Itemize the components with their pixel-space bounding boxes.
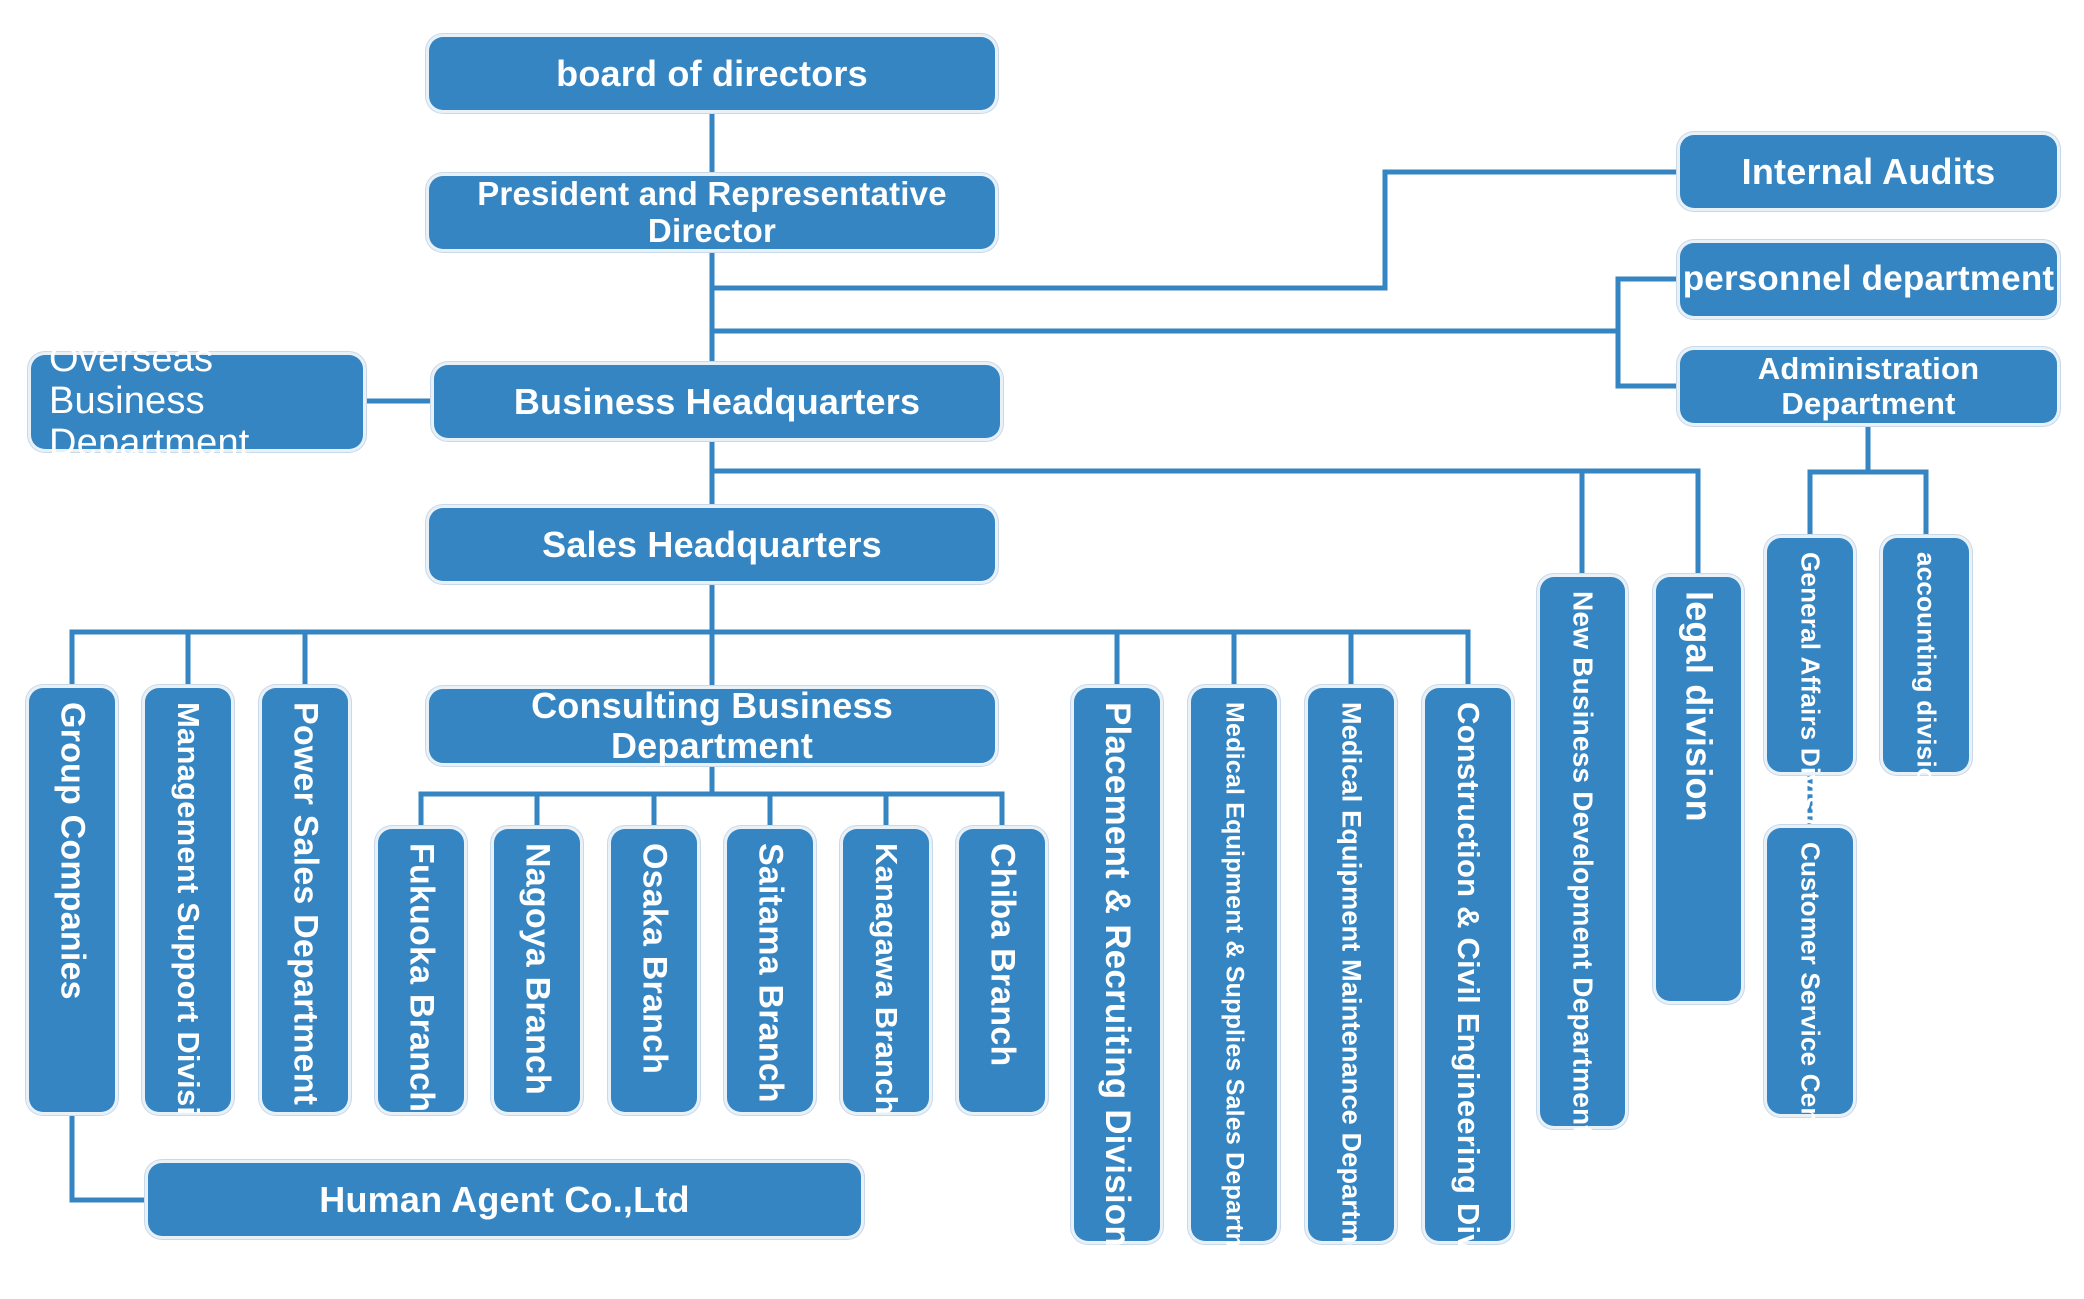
sales-hq-box: Sales Headquarters: [429, 508, 995, 581]
legal-division-label: legal division: [1678, 591, 1720, 822]
medical-equipment-supplies-box: Medical Equipment & Supplies Sales Depar…: [1191, 688, 1277, 1293]
connector-personnel: [1615, 276, 1683, 389]
administration-department-box: Administration Department: [1680, 350, 2057, 423]
construction-civil-engineering-box: Construction & Civil Engineering Divisio…: [1425, 688, 1511, 1299]
power-sales-department-box: Power Sales Department: [262, 688, 348, 1112]
president-label: President and Representative Director: [477, 175, 947, 249]
placement-recruiting-division-box: Placement & Recruiting Division: [1074, 688, 1160, 1247]
general-affairs-division-label: General Affairs Division: [1795, 552, 1826, 851]
management-support-division-label: Management Support Division: [171, 702, 206, 1154]
osaka-branch-label: Osaka Branch: [635, 843, 674, 1075]
human-agent-label: Human Agent Co.,Ltd: [319, 1178, 690, 1220]
construction-civil-engineering-label: Construction & Civil Engineering Divisio…: [1451, 702, 1486, 1299]
fukuoka-branch-box: Fukuoka Branch: [378, 829, 464, 1112]
connector-human-agent: [69, 1109, 151, 1203]
personnel-department-box: personnel department: [1680, 243, 2057, 316]
sales-hq-label: Sales Headquarters: [542, 523, 882, 565]
fukuoka-branch-label: Fukuoka Branch: [402, 843, 441, 1113]
customer-service-center-label: Customer Service Center: [1795, 842, 1826, 1158]
internal-audits-label: Internal Audits: [1741, 150, 1996, 192]
saitama-branch-label: Saitama Branch: [751, 843, 790, 1103]
personnel-department-label: personnel department: [1682, 259, 2055, 299]
nagoya-branch-label: Nagoya Branch: [518, 843, 557, 1096]
president-box: President and Representative Director: [429, 176, 995, 249]
board-of-directors-box: board of directors: [429, 37, 995, 110]
internal-audits-box: Internal Audits: [1680, 135, 2057, 208]
group-companies-label: Group Companies: [53, 702, 92, 1000]
new-business-development-box: New Business Development Department: [1540, 577, 1625, 1135]
chiba-branch-box: Chiba Branch: [959, 829, 1045, 1112]
medical-equipment-maintenance-label: Medical Equipment Maintenance Department: [1336, 702, 1367, 1285]
chiba-branch-label: Chiba Branch: [983, 843, 1022, 1067]
power-sales-department-label: Power Sales Department: [286, 702, 325, 1106]
customer-service-center-box: Customer Service Center: [1767, 828, 1853, 1157]
human-agent-box: Human Agent Co.,Ltd: [148, 1163, 861, 1236]
kanagawa-branch-label: Kanagawa Branch: [869, 843, 904, 1115]
general-affairs-division-box: General Affairs Division: [1767, 538, 1853, 851]
connector-new-legal: [709, 468, 1701, 580]
overseas-business-label: Overseas Business Department: [49, 338, 250, 464]
group-companies-box: Group Companies: [29, 688, 115, 1112]
connector-internal-audits: [709, 169, 1683, 291]
overseas-business-box: Overseas Business Department: [31, 338, 363, 464]
nagoya-branch-box: Nagoya Branch: [494, 829, 580, 1112]
saitama-branch-box: Saitama Branch: [727, 829, 813, 1112]
legal-division-box: legal division: [1656, 577, 1741, 1001]
administration-department-label: Administration Department: [1757, 351, 1980, 421]
management-support-division-box: Management Support Division: [145, 688, 231, 1154]
business-hq-label: Business Headquarters: [513, 380, 921, 422]
medical-equipment-supplies-label: Medical Equipment & Supplies Sales Depar…: [1220, 702, 1249, 1294]
accounting-division-label: accounting division: [1911, 552, 1942, 800]
accounting-division-box: accounting division: [1883, 538, 1969, 800]
osaka-branch-box: Osaka Branch: [611, 829, 697, 1112]
kanagawa-branch-box: Kanagawa Branch: [843, 829, 929, 1115]
placement-recruiting-division-label: Placement & Recruiting Division: [1098, 702, 1137, 1247]
consulting-business-department-box: Consulting Business Department: [429, 685, 995, 766]
new-business-development-label: New Business Development Department: [1567, 591, 1599, 1135]
medical-equipment-maintenance-box: Medical Equipment Maintenance Department: [1308, 688, 1394, 1285]
board-of-directors-label: board of directors: [556, 52, 868, 94]
business-hq-box: Business Headquarters: [434, 365, 1000, 438]
consulting-business-department-label: Consulting Business Department: [531, 685, 893, 766]
